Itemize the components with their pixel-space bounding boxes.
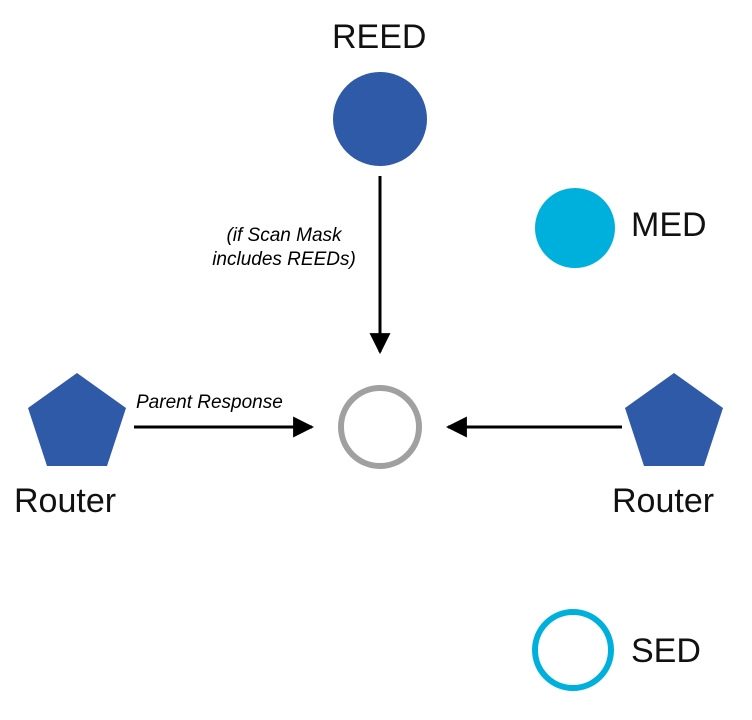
edge-label-parent-response: Parent Response [136,392,283,413]
node-router-right [625,373,723,466]
edge-label-scan-mask: (if Scan Mask includes REEDs) [196,224,372,272]
node-label-reed: REED [332,18,427,56]
node-label-sed: SED [631,632,701,670]
edge-label-scan-mask-line1: (if Scan Mask [226,225,342,246]
node-reed [333,72,427,166]
node-center [338,385,422,469]
node-label-router-left: Router [14,482,117,520]
edge-label-scan-mask-line2: includes REEDs) [212,248,356,270]
node-med [535,188,615,268]
node-router-left [28,373,126,466]
node-label-med: MED [631,206,707,244]
node-label-router-right: Router [612,482,715,520]
node-sed [532,609,614,691]
